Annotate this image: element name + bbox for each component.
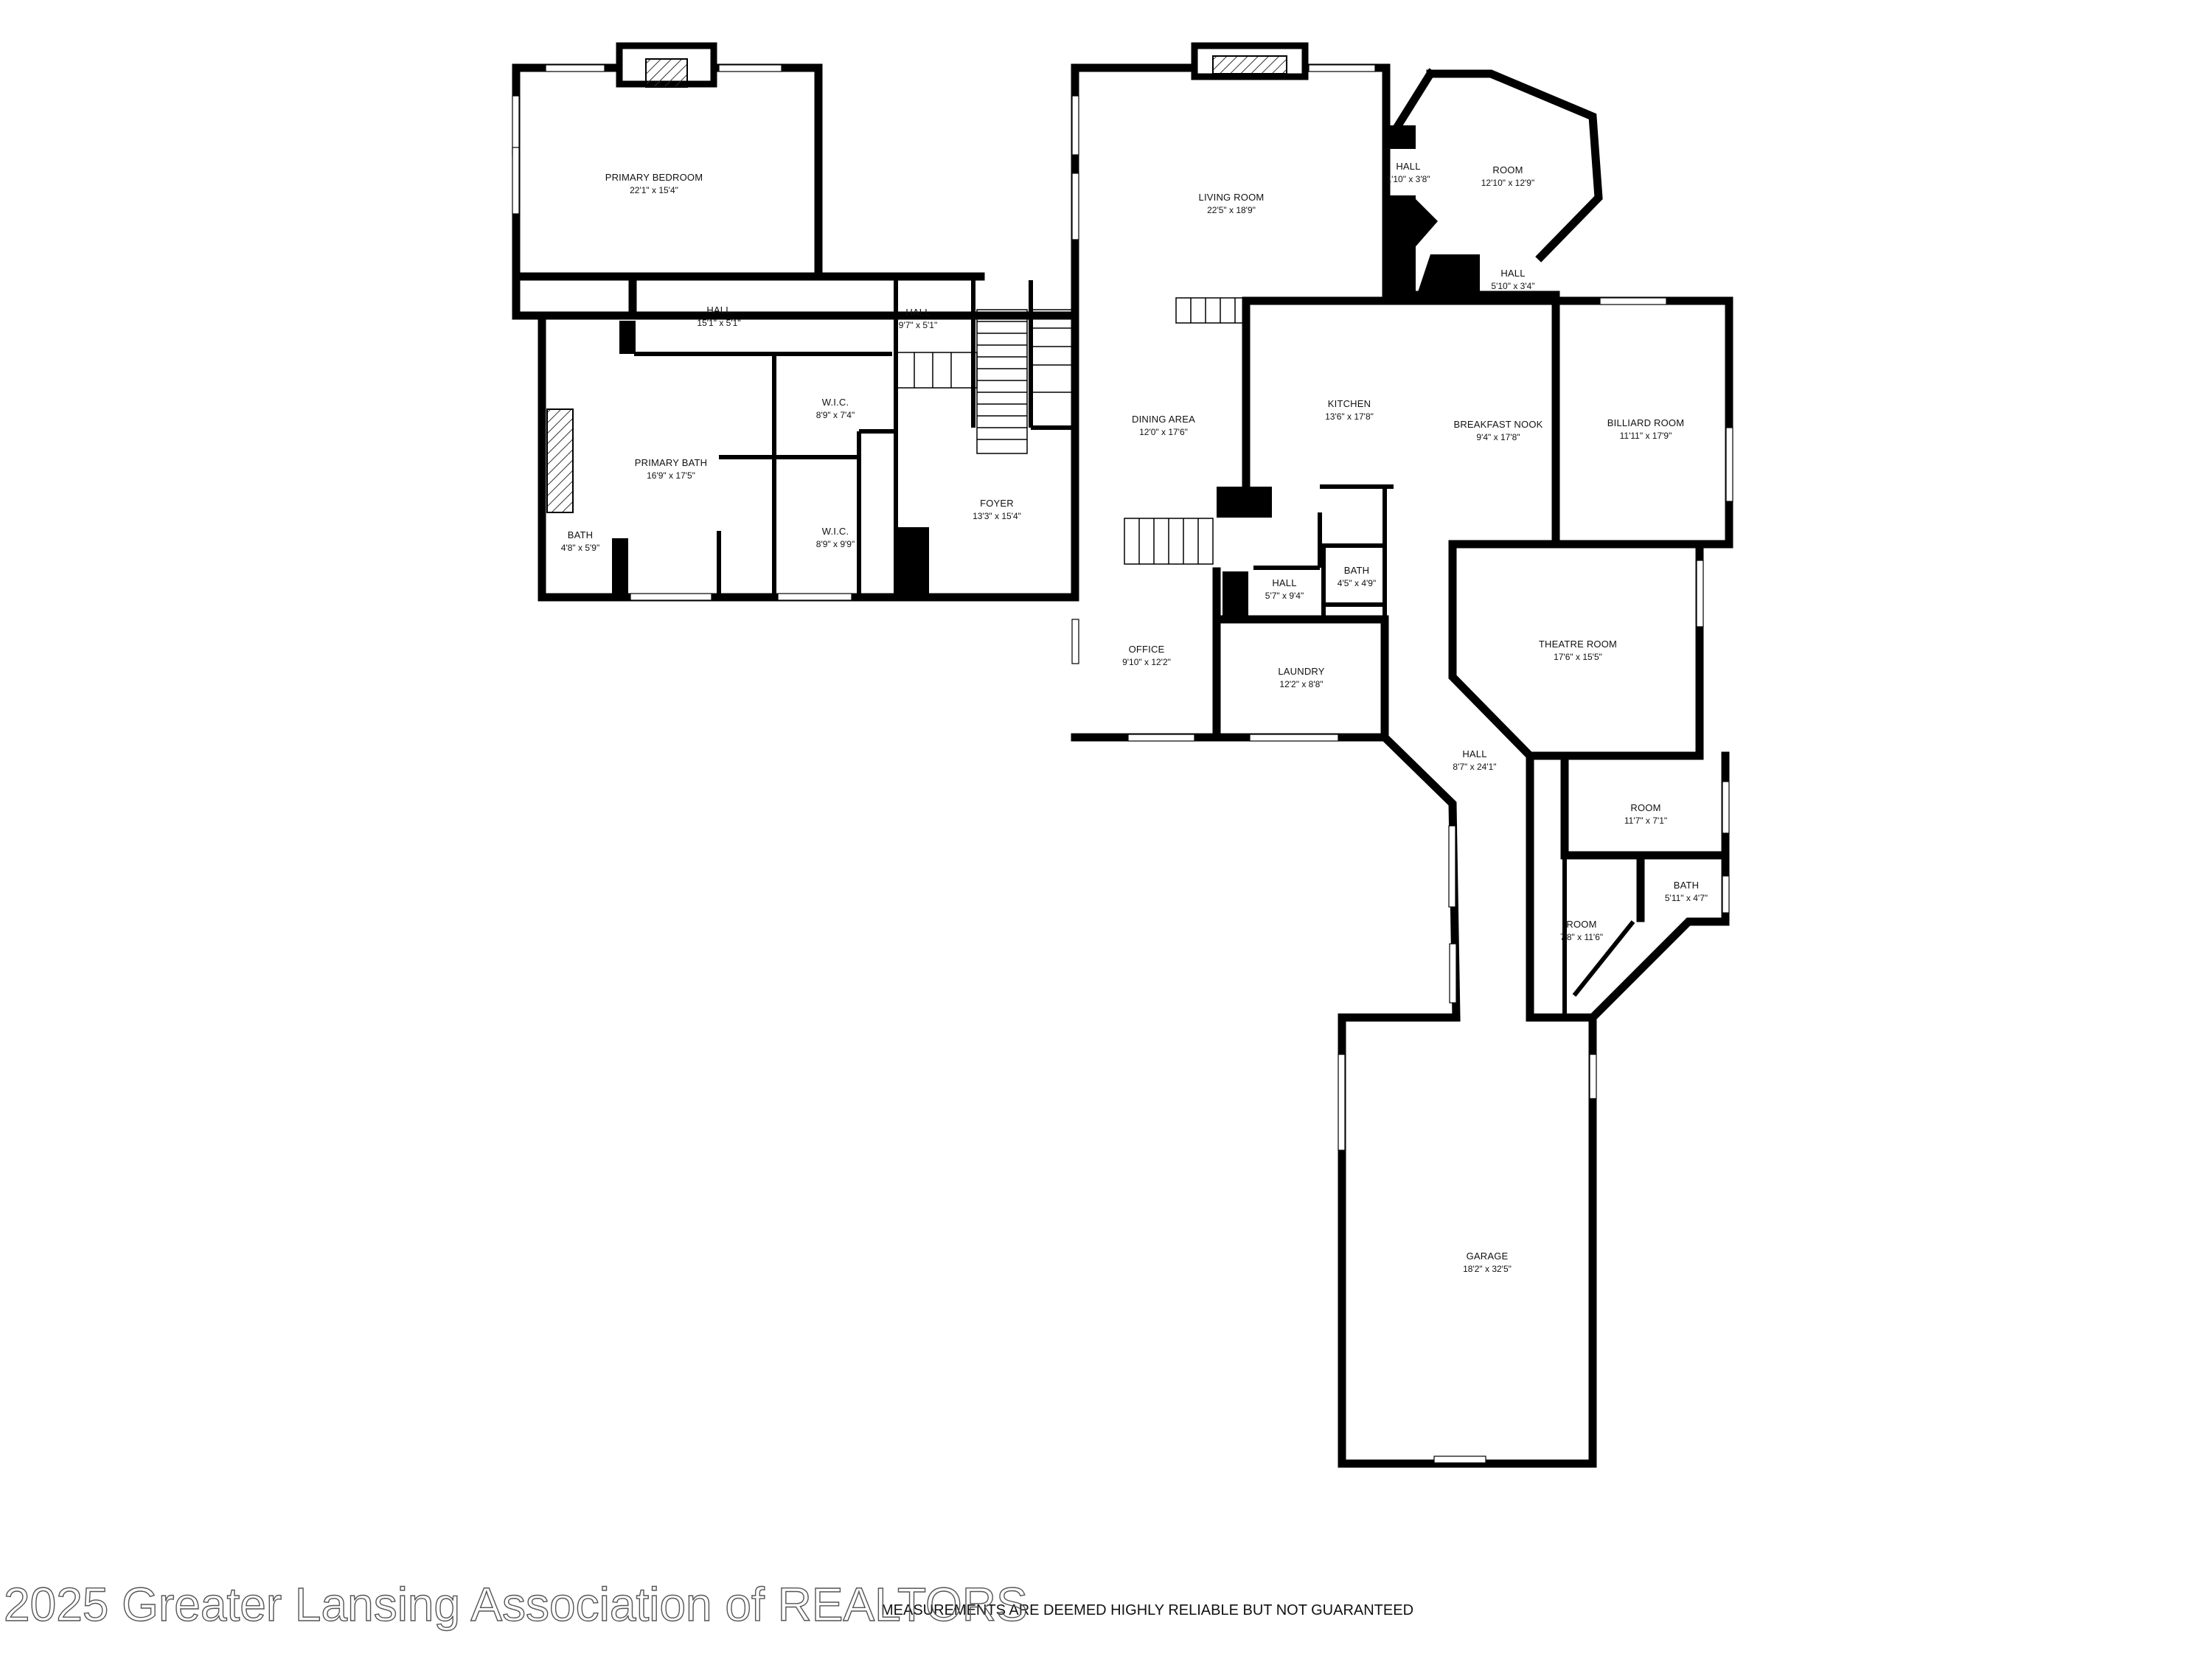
room-dimensions: 16'9" x 17'5" bbox=[647, 470, 695, 481]
room-name: ROOM bbox=[1630, 802, 1660, 813]
room-dimensions: 4'5" x 4'9" bbox=[1338, 578, 1376, 588]
stairs bbox=[895, 297, 1245, 565]
windows bbox=[512, 64, 1733, 1464]
room-hall-laundry: HALL 5'7" x 9'4" bbox=[1265, 577, 1304, 601]
room-dimensions: 7'8" x 11'6" bbox=[1560, 932, 1603, 942]
room-name: BREAKFAST NOOK bbox=[1453, 419, 1543, 430]
walls bbox=[512, 63, 1733, 1468]
room-dimensions: 4'8" x 5'9" bbox=[561, 543, 599, 553]
room-name: HALL bbox=[1272, 577, 1296, 588]
room-hall-upper-left: HALL 15'1" x 5'1" bbox=[697, 305, 740, 328]
room-dimensions: 11'11" x 17'9" bbox=[1620, 431, 1672, 441]
room-dimensions: 11'7" x 7'1" bbox=[1624, 815, 1667, 826]
room-name: HALL bbox=[1396, 161, 1420, 172]
room-dining-area: DINING AREA 12'0" x 17'6" bbox=[1132, 414, 1195, 437]
room-octagon: ROOM 12'10" x 12'9" bbox=[1481, 164, 1535, 188]
room-living-room: LIVING ROOM 22'5" x 18'9" bbox=[1199, 192, 1265, 215]
room-dimensions: 5'11" x 4'7" bbox=[1665, 893, 1708, 903]
room-name: HALL bbox=[905, 307, 930, 318]
room-name: W.I.C. bbox=[822, 397, 849, 408]
room-hall-upper-mid: HALL 9'7" x 5'1" bbox=[899, 307, 937, 330]
room-dimensions: 13'6" x 17'8" bbox=[1325, 411, 1374, 422]
fireplaces bbox=[546, 42, 1309, 513]
room-dimensions: 1'10" x 3'8" bbox=[1386, 174, 1430, 184]
room-name: FOYER bbox=[980, 498, 1014, 509]
room-dimensions: 8'9" x 9'9" bbox=[816, 539, 855, 549]
room-name: BATH bbox=[568, 529, 594, 540]
room-dimensions: 9'7" x 5'1" bbox=[899, 320, 937, 330]
room-name: ROOM bbox=[1566, 919, 1596, 930]
room-foyer: FOYER 13'3" x 15'4" bbox=[973, 498, 1021, 521]
room-name: W.I.C. bbox=[822, 526, 849, 537]
room-kitchen: KITCHEN 13'6" x 17'8" bbox=[1325, 398, 1374, 422]
room-wic-upper: W.I.C. 8'9" x 7'4" bbox=[816, 397, 855, 420]
room-wic-lower: W.I.C. 8'9" x 9'9" bbox=[816, 526, 855, 549]
room-name: PRIMARY BATH bbox=[635, 457, 707, 468]
room-dimensions: 12'2" x 8'8" bbox=[1279, 679, 1323, 689]
room-billiard-room: BILLIARD ROOM 11'11" x 17'9" bbox=[1607, 417, 1684, 441]
copyright-watermark: 2025 Greater Lansing Association of REAL… bbox=[4, 1578, 1028, 1631]
room-bath-primary: BATH 4'8" x 5'9" bbox=[561, 529, 599, 553]
room-name: ROOM bbox=[1492, 164, 1523, 175]
room-dimensions: 22'1" x 15'4" bbox=[630, 185, 678, 195]
room-primary-bath: PRIMARY BATH 16'9" x 17'5" bbox=[635, 457, 707, 481]
room-name: PRIMARY BEDROOM bbox=[605, 172, 703, 183]
room-dimensions: 15'1" x 5'1" bbox=[697, 318, 740, 328]
wall-masses bbox=[612, 125, 1480, 617]
room-breakfast-nook: BREAKFAST NOOK 9'4" x 17'8" bbox=[1453, 419, 1543, 442]
room-dimensions: 13'3" x 15'4" bbox=[973, 511, 1021, 521]
room-dimensions: 8'7" x 24'1" bbox=[1453, 762, 1496, 772]
room-labels: PRIMARY BEDROOM 22'1" x 15'4" HALL 15'1"… bbox=[561, 161, 1708, 1274]
room-bath-east: BATH 5'11" x 4'7" bbox=[1665, 880, 1708, 903]
room-hall-small: HALL 1'10" x 3'8" bbox=[1386, 161, 1430, 184]
room-east: ROOM 11'7" x 7'1" bbox=[1624, 802, 1667, 826]
room-name: BILLIARD ROOM bbox=[1607, 417, 1684, 428]
room-dimensions: 5'7" x 9'4" bbox=[1265, 591, 1304, 601]
room-primary-bedroom: PRIMARY BEDROOM 22'1" x 15'4" bbox=[605, 172, 703, 195]
room-dimensions: 17'6" x 15'5" bbox=[1554, 652, 1602, 662]
room-dimensions: 12'0" x 17'6" bbox=[1139, 427, 1188, 437]
room-name: LIVING ROOM bbox=[1199, 192, 1265, 203]
room-theatre-room: THEATRE ROOM 17'6" x 15'5" bbox=[1539, 639, 1617, 662]
room-name: HALL bbox=[706, 305, 731, 316]
room-name: BATH bbox=[1674, 880, 1700, 891]
room-name: OFFICE bbox=[1129, 644, 1165, 655]
room-hall-long: HALL 8'7" x 24'1" bbox=[1453, 748, 1496, 772]
room-dimensions: 8'9" x 7'4" bbox=[816, 410, 855, 420]
room-office: OFFICE 9'10" x 12'2" bbox=[1122, 644, 1171, 667]
room-dimensions: 9'4" x 17'8" bbox=[1476, 432, 1520, 442]
room-name: THEATRE ROOM bbox=[1539, 639, 1617, 650]
room-name: HALL bbox=[1462, 748, 1486, 759]
room-dimensions: 22'5" x 18'9" bbox=[1207, 205, 1256, 215]
room-dimensions: 12'10" x 12'9" bbox=[1481, 178, 1535, 188]
measurement-disclaimer: MEASUREMENTS ARE DEEMED HIGHLY RELIABLE … bbox=[881, 1602, 1413, 1618]
room-hall-kitchen: HALL 5'10" x 3'4" bbox=[1491, 268, 1534, 291]
room-dimensions: 5'10" x 3'4" bbox=[1491, 281, 1534, 291]
room-name: BATH bbox=[1344, 565, 1370, 576]
room-name: HALL bbox=[1500, 268, 1525, 279]
room-name: DINING AREA bbox=[1132, 414, 1195, 425]
room-laundry: LAUNDRY 12'2" x 8'8" bbox=[1278, 666, 1324, 689]
interior-walls bbox=[634, 280, 1635, 1018]
room-bath-kitchen: BATH 4'5" x 4'9" bbox=[1338, 565, 1376, 588]
room-name: LAUNDRY bbox=[1278, 666, 1324, 677]
room-dimensions: 9'10" x 12'2" bbox=[1122, 657, 1171, 667]
room-south: ROOM 7'8" x 11'6" bbox=[1560, 919, 1603, 942]
room-dimensions: 18'2" x 32'5" bbox=[1463, 1264, 1512, 1274]
room-name: GARAGE bbox=[1467, 1251, 1509, 1262]
room-garage: GARAGE 18'2" x 32'5" bbox=[1463, 1251, 1512, 1274]
room-name: KITCHEN bbox=[1328, 398, 1371, 409]
